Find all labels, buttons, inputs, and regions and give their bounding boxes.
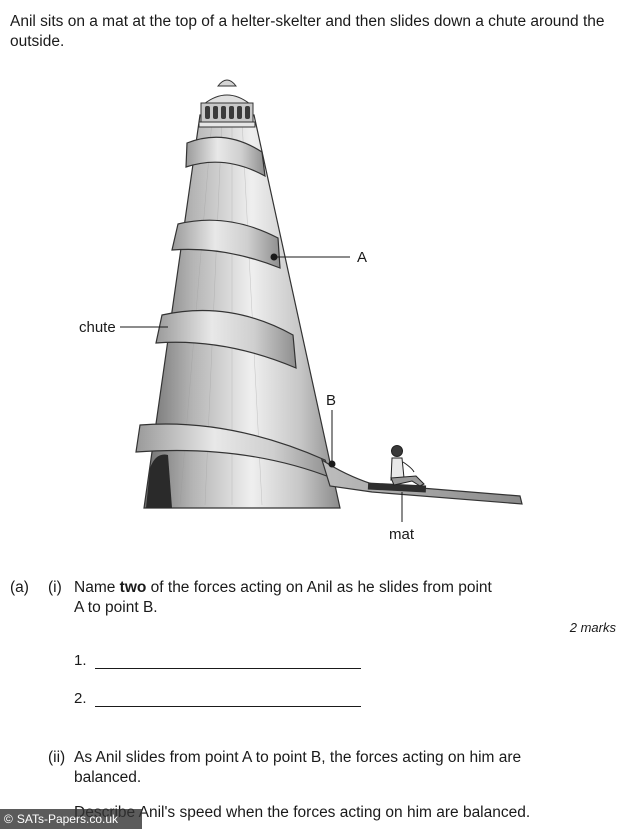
question-a-i-text: Name two of the forces acting on Anil as…	[74, 579, 492, 616]
helter-skelter-diagram: A chute B mat	[79, 79, 523, 543]
copyright-icon: ©	[4, 812, 13, 826]
label-a: A	[357, 249, 367, 266]
label-mat: mat	[389, 526, 415, 543]
point-b	[328, 460, 336, 468]
answer-line-1[interactable]: 1.	[74, 652, 361, 669]
lantern-top	[198, 79, 256, 128]
watermark: © SATs-Papers.co.uk	[0, 809, 142, 829]
describe-question: Describe Anil's speed when the forces ac…	[74, 804, 531, 821]
mat	[367, 482, 427, 493]
doorway	[146, 454, 172, 508]
label-b: B	[326, 392, 336, 409]
sub-ii-label: (ii)	[48, 749, 66, 766]
answer-line-2[interactable]: 2.	[74, 690, 361, 707]
marks-label: 2 marks	[569, 620, 616, 635]
sub-i-label: (i)	[48, 579, 62, 596]
chute-bands	[135, 136, 334, 480]
intro-text: Anil sits on a mat at the top of a helte…	[10, 13, 605, 50]
question-a-ii-text: As Anil slides from point A to point B, …	[74, 749, 522, 786]
part-a-label: (a)	[10, 579, 29, 596]
anil-figure	[390, 445, 425, 487]
point-a	[270, 253, 278, 261]
label-chute: chute	[79, 319, 116, 336]
